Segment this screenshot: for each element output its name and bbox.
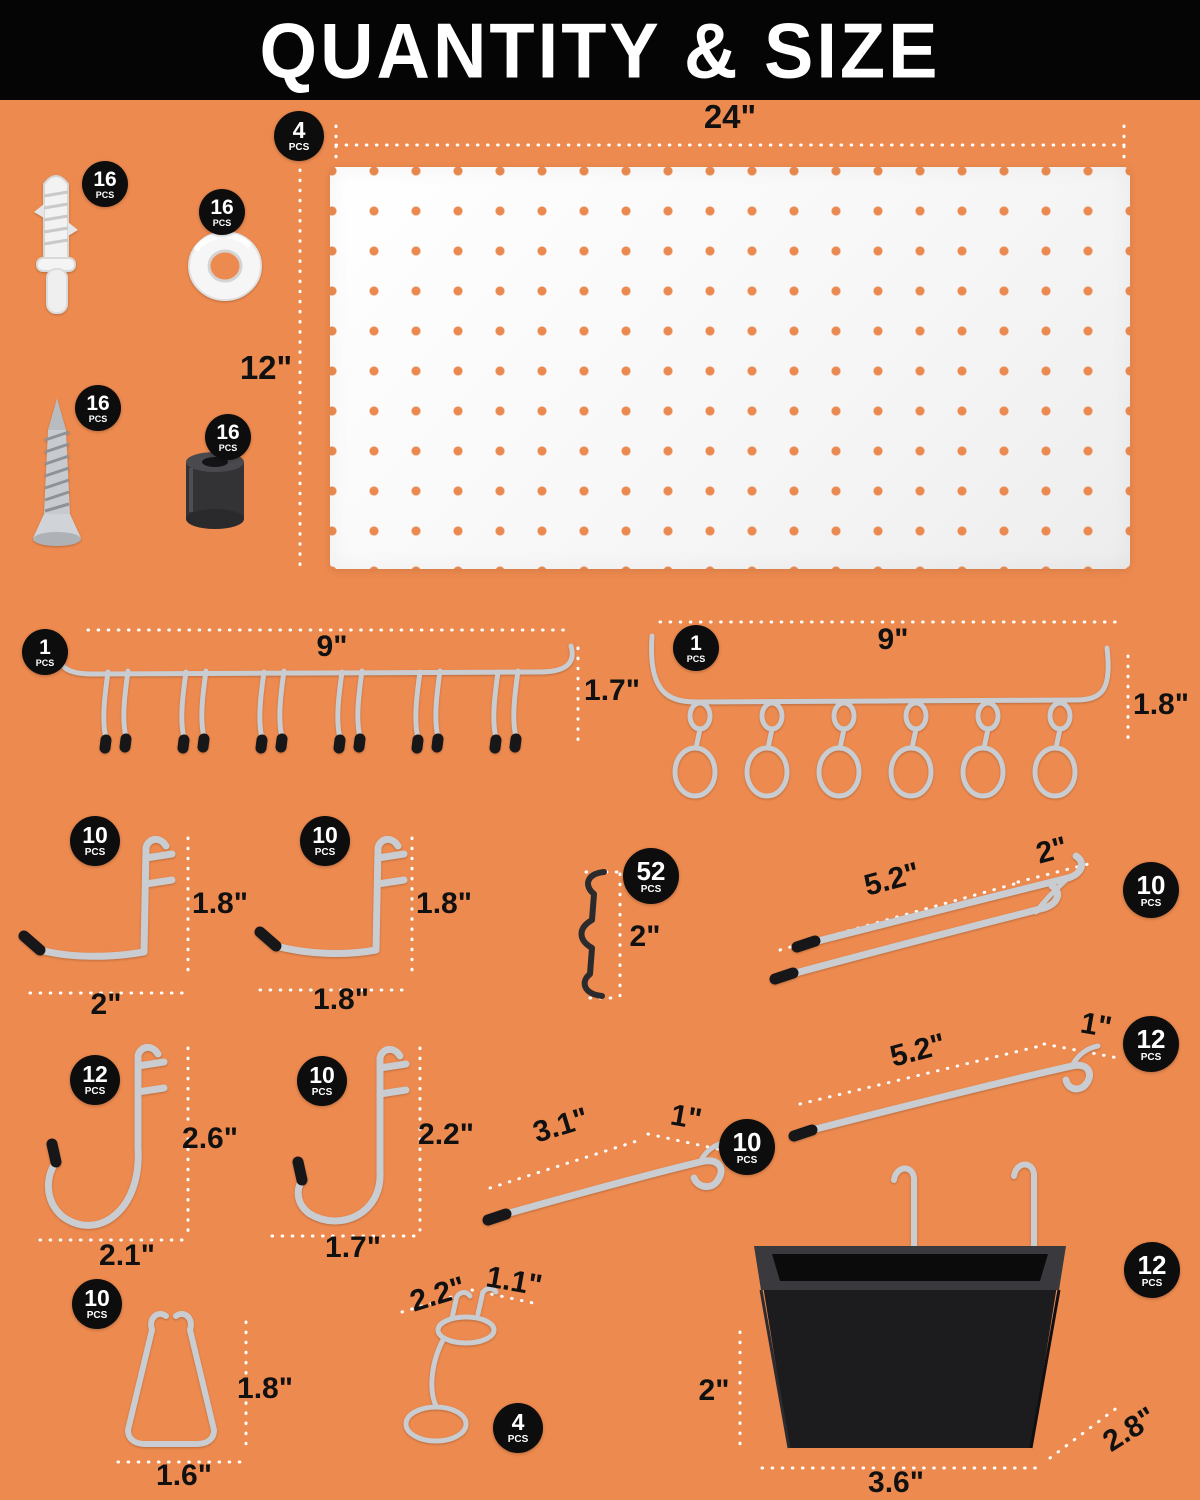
bin-art [754,1246,1066,1449]
ring-holder-art [403,1286,499,1444]
dim-peg-clip-height: 2" [629,920,661,953]
dim-board-height: 12" [239,349,293,386]
spacer-art [186,452,244,529]
dim-bin-height: 2" [698,1374,730,1407]
dim-curve-hook-height: 2.2" [418,1118,474,1151]
long-hook-b-art [788,1043,1101,1142]
dim-j-hook-width: 2.1" [99,1239,155,1272]
dim-short-hook-end: 1" [667,1098,705,1137]
tape-ring-art [188,231,262,301]
anchor-art [34,175,78,314]
dim-l-hook-a-width: 2" [90,988,122,1021]
dim-bin-width: 3.6" [868,1466,924,1499]
dim-long-hook-b-end: 1" [1077,1006,1115,1045]
dim-ring-rail-width: 9" [877,623,909,656]
bin-hooks-art [891,1161,1037,1253]
peg-clip-art [578,869,607,999]
dim-bracket-hook-width: 1.6" [156,1459,212,1492]
ring-rail-art [648,633,1111,799]
l-hook-b-art [254,836,408,957]
dim-j-hook-height: 2.6" [182,1122,238,1155]
dim-board-width: 24" [703,98,757,135]
curve-hook-art [292,1046,410,1225]
dim-l-hook-b-height: 1.8" [416,887,472,920]
j-hook-art [44,1044,168,1229]
long-hook-a-art [769,852,1086,985]
title-banner: QUANTITY & SIZE [0,0,1200,100]
screw-art [33,398,81,546]
dim-bracket-hook-height: 1.8" [237,1372,293,1405]
pegboard [330,167,1130,569]
dim-l-hook-a-height: 1.8" [192,887,248,920]
dim-l-hook-b-width: 1.8" [313,983,369,1016]
short-hook-art [482,1139,729,1226]
dim-j-rail-height: 1.7" [584,674,640,707]
dim-curve-hook-width: 1.7" [325,1231,381,1264]
bracket-hook-art [125,1310,217,1447]
page-title: QUANTITY & SIZE [259,6,941,94]
dim-ring-rail-height: 1.8" [1133,688,1189,721]
dim-j-rail-width: 9" [316,630,348,663]
l-hook-a-art [18,836,176,960]
